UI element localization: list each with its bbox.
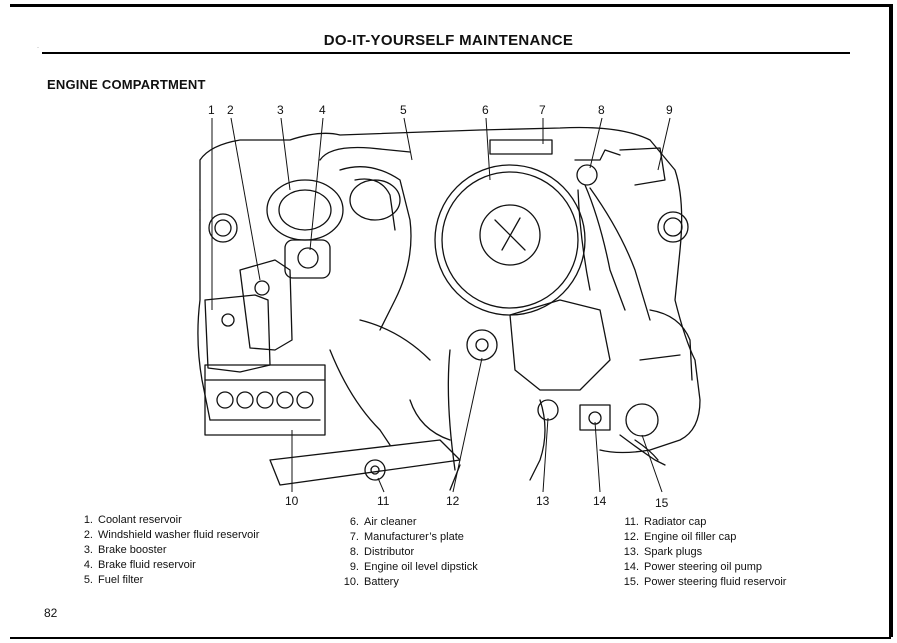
leader-line-3 — [280, 117, 291, 191]
battery-shape — [204, 364, 326, 436]
body-outline — [199, 126, 701, 454]
spark-plug-shape — [537, 399, 559, 421]
callout-6: 6 — [482, 103, 489, 117]
leader-line-9 — [657, 117, 671, 171]
legend-label: Brake booster — [98, 544, 167, 556]
legend-item: 5.Fuel filter — [83, 574, 144, 586]
callout-13: 13 — [536, 494, 550, 508]
legend-item: 12.Engine oil filler cap — [623, 531, 737, 543]
legend-label: Power steering fluid reservoir — [644, 576, 787, 588]
callout-9: 9 — [666, 103, 673, 117]
section-title: ENGINE COMPARTMENT — [47, 77, 206, 92]
valve-cover-shape — [509, 299, 611, 391]
page-frame-top — [10, 4, 891, 7]
legend-label: Windshield washer fluid reservoir — [98, 529, 260, 541]
leader-line-15 — [641, 434, 663, 493]
washer-reservoir-shape — [239, 259, 293, 351]
leader-line-14 — [594, 421, 601, 493]
callout-1: 1 — [208, 103, 215, 117]
brake-fluid-reservoir-shape — [284, 239, 331, 279]
dipstick-shape — [447, 349, 456, 471]
legend-label: Fuel filter — [98, 574, 144, 586]
radiator-cap-shape — [364, 459, 386, 481]
legend-item: 14.Power steering oil pump — [623, 561, 763, 573]
callout-14: 14 — [593, 494, 607, 508]
legend-item: 1.Coolant reservoir — [83, 514, 182, 526]
callout-15: 15 — [655, 496, 669, 510]
legend-label: Distributor — [364, 546, 415, 558]
callout-2: 2 — [227, 103, 234, 117]
radiator-shape — [269, 439, 461, 486]
legend-label: Power steering oil pump — [644, 561, 763, 573]
callout-12: 12 — [446, 494, 460, 508]
legend-item: 11.Radiator cap — [624, 516, 707, 528]
callout-8: 8 — [598, 103, 605, 117]
power-steering-reservoir-shape — [625, 403, 659, 437]
leader-line-5 — [403, 117, 413, 161]
legend-label: Brake fluid reservoir — [98, 559, 196, 571]
left-strut-tower — [208, 213, 238, 243]
legend-item: 8.Distributor — [349, 546, 415, 558]
leader-line-4 — [309, 117, 324, 251]
oil-filler-cap-shape — [466, 329, 498, 361]
legend-item: 7.Manufacturer’s plate — [349, 531, 464, 543]
right-strut-tower — [657, 211, 689, 243]
callout-3: 3 — [277, 103, 284, 117]
leader-line-2 — [230, 117, 261, 281]
engine-compartment-diagram: 1 2 3 4 5 6 7 8 9 10 11 12 13 14 15 — [197, 103, 701, 510]
legend-item: 13.Spark plugs — [623, 546, 703, 558]
legend-item: 10.Battery — [343, 576, 399, 588]
air-cleaner-shape — [434, 164, 586, 316]
page-frame-bottom — [10, 637, 891, 639]
legend-label: Manufacturer’s plate — [364, 531, 464, 543]
power-steering-pump-shape — [579, 404, 611, 431]
page-frame-right — [889, 4, 893, 637]
legend-column-1: 1.Coolant reservoir 2.Windshield washer … — [80, 513, 260, 588]
callout-4: 4 — [319, 103, 326, 117]
header-rule — [42, 52, 850, 54]
legend-label: Spark plugs — [644, 546, 703, 558]
callout-7: 7 — [539, 103, 546, 117]
scan-mark: · — [37, 45, 39, 51]
legend-label: Air cleaner — [364, 516, 417, 528]
legend-item: 9.Engine oil level dipstick — [349, 561, 478, 573]
legend-item: 4.Brake fluid reservoir — [83, 559, 196, 571]
leader-line-6 — [485, 117, 491, 181]
legend-item: 3.Brake booster — [83, 544, 167, 556]
manufacturer-plate-shape — [489, 139, 553, 155]
callout-10: 10 — [285, 494, 299, 508]
page-number: 82 — [44, 606, 58, 620]
distributor-shape — [576, 164, 598, 186]
legend-label: Battery — [364, 576, 399, 588]
legend-label: Engine oil level dipstick — [364, 561, 478, 573]
legend-label: Coolant reservoir — [98, 514, 182, 526]
legend-label: Engine oil filler cap — [644, 531, 737, 543]
page-header-title: DO-IT-YOURSELF MAINTENANCE — [323, 32, 574, 49]
leader-line-8 — [589, 117, 603, 169]
callout-5: 5 — [400, 103, 407, 117]
legend-item: 6.Air cleaner — [349, 516, 417, 528]
leader-line-12 — [452, 357, 483, 493]
legend-item: 2.Windshield washer fluid reservoir — [83, 529, 260, 541]
legend-item: 15.Power steering fluid reservoir — [623, 576, 787, 588]
legend-column-2: 6.Air cleaner 7.Manufacturer’s plate 8.D… — [341, 515, 478, 590]
legend-column-3: 11.Radiator cap 12.Engine oil filler cap… — [620, 515, 787, 590]
leader-line-11 — [377, 477, 385, 493]
coolant-reservoir-shape — [204, 294, 271, 373]
legend-label: Radiator cap — [644, 516, 707, 528]
leader-line-13 — [542, 417, 549, 493]
callout-11: 11 — [377, 494, 390, 508]
